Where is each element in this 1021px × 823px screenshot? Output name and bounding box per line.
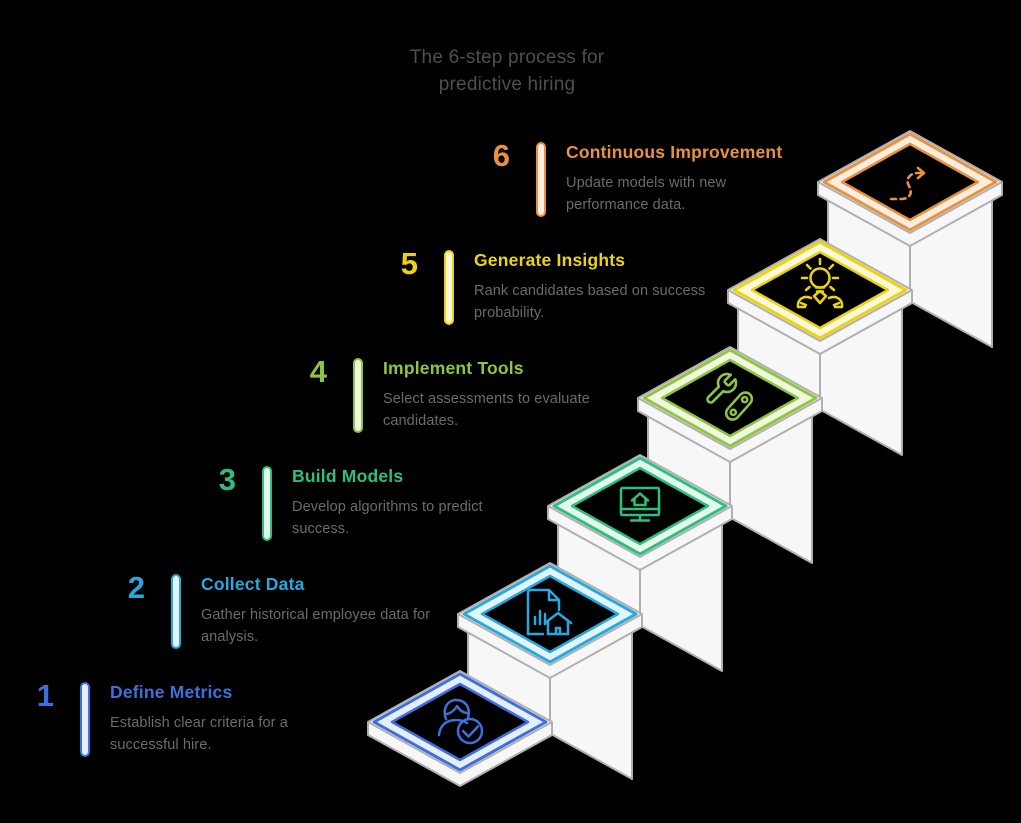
dashed-arrow-icon	[889, 166, 926, 201]
stair-step-5	[727, 238, 913, 456]
step-3-description-line1: Develop algorithms to predict	[292, 499, 483, 515]
step-4-number: 4	[309, 354, 327, 389]
step-slab-edge	[547, 505, 733, 559]
step-4-text-block: 4 Implement Tools Select assessments to …	[283, 354, 590, 433]
step-6-description-line2: performance data.	[566, 197, 686, 213]
document-chart-house-icon	[526, 588, 573, 636]
step-2-accent-bar	[171, 574, 181, 649]
stair-step-2	[457, 562, 643, 780]
step-slab-edge	[367, 721, 553, 775]
monitor-house-icon	[619, 486, 661, 522]
step-5-accent-bar	[444, 250, 454, 325]
step-6-number: 6	[492, 138, 510, 173]
diamond-inner	[840, 142, 980, 222]
diamond-inner	[390, 682, 530, 762]
step-3-description-line2: success.	[292, 521, 350, 537]
wrench-tools-icon	[706, 372, 754, 421]
step-slab-edge	[727, 289, 913, 343]
step-5-description-line1: Rank candidates based on success	[474, 283, 706, 299]
step-5-number: 5	[400, 246, 418, 281]
page-title: The 6-step process for predictive hiring	[357, 44, 657, 98]
step-slab-edge	[457, 613, 643, 667]
step-2-description-line2: analysis.	[201, 629, 259, 645]
step-3-text-block: 3 Build Models Develop algorithms to pre…	[192, 462, 483, 541]
step-6-text-block: 6 Continuous Improvement Update models w…	[466, 138, 783, 217]
step-6-description-line1: Update models with new	[566, 175, 727, 191]
page-title-line2: predictive hiring	[438, 74, 576, 95]
step-slab-edge	[817, 181, 1003, 235]
step-4-title: Implement Tools	[383, 358, 524, 378]
step-1-description-line1: Establish clear criteria for a	[110, 715, 288, 731]
step-1-title: Define Metrics	[110, 682, 233, 702]
step-6-accent-bar	[536, 142, 546, 217]
step-slab-edge	[637, 397, 823, 451]
step-5-title: Generate Insights	[474, 250, 626, 270]
lightbulb-hands-icon	[796, 257, 844, 309]
stair-step-6	[817, 130, 1003, 348]
step-1-number: 1	[36, 678, 54, 713]
diamond-inner	[660, 358, 800, 438]
stair-step-4	[637, 346, 823, 564]
page-title-line1: The 6-step process for	[409, 47, 605, 68]
step-2-description-line1: Gather historical employee data for	[201, 607, 431, 623]
step-3-accent-bar	[262, 466, 272, 541]
step-4-accent-bar	[353, 358, 363, 433]
step-1-description-line2: successful hire.	[110, 737, 212, 753]
user-check-icon	[437, 698, 484, 745]
step-3-title: Build Models	[292, 466, 404, 486]
step-2-title: Collect Data	[201, 574, 305, 594]
step-5-text-block: 5 Generate Insights Rank candidates base…	[374, 246, 706, 325]
stair-step-3	[547, 454, 733, 672]
step-4-description-line1: Select assessments to evaluate	[383, 391, 590, 407]
step-5-description-line2: probability.	[474, 305, 545, 321]
step-1-text-block: 1 Define Metrics Establish clear criteri…	[10, 678, 288, 757]
step-6-title: Continuous Improvement	[566, 142, 783, 162]
diamond-inner	[480, 574, 620, 654]
step-2-number: 2	[127, 570, 145, 605]
stair-step-1	[367, 670, 553, 787]
step-4-description-line2: candidates.	[383, 413, 459, 429]
step-2-text-block: 2 Collect Data Gather historical employe…	[101, 570, 431, 649]
step-3-number: 3	[218, 462, 236, 497]
step-1-accent-bar	[80, 682, 90, 757]
